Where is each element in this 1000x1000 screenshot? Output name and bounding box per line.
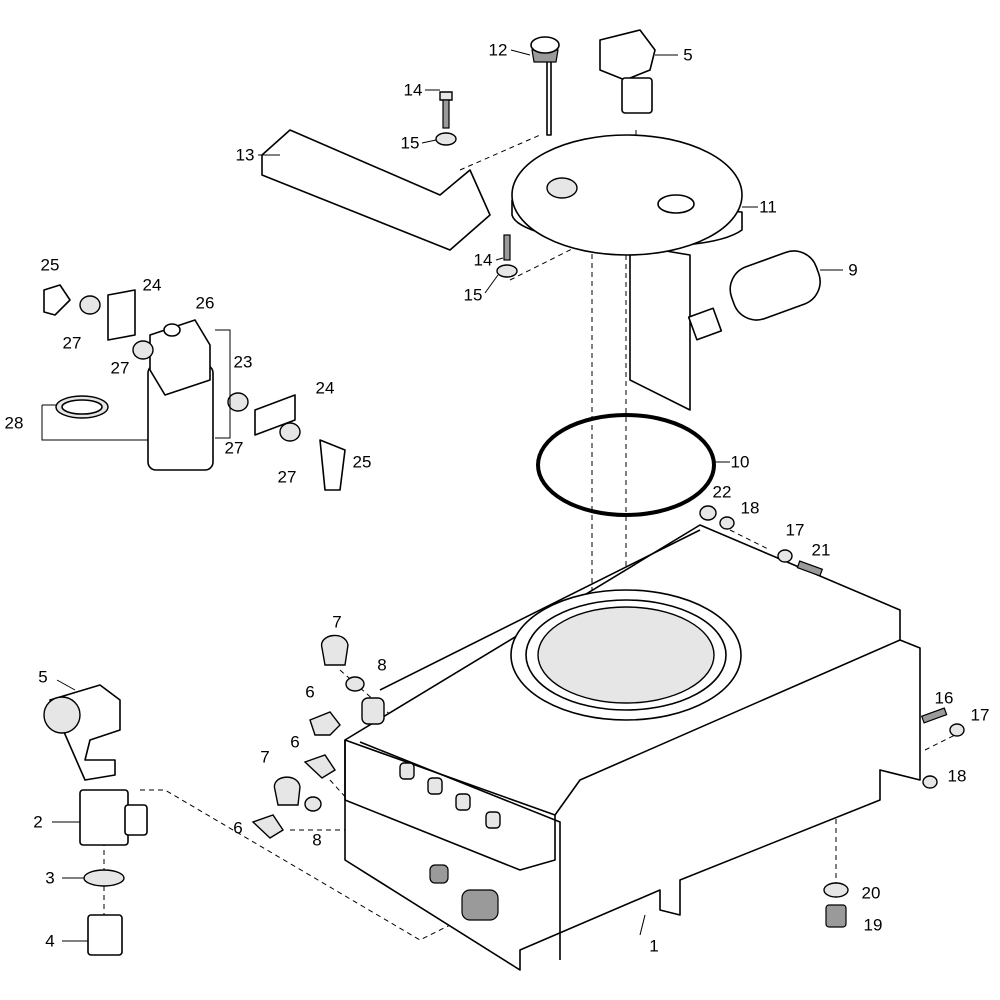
callout-label: 17 — [970, 705, 990, 725]
callout-label: 7 — [332, 612, 342, 632]
callout-label: 27 — [62, 333, 82, 353]
callout-label: 1 — [649, 936, 659, 956]
o-ring — [536, 413, 716, 517]
callout-label: 21 — [811, 540, 831, 560]
strainer — [687, 250, 821, 341]
callout-label: 27 — [224, 438, 244, 458]
callout-label: 9 — [848, 260, 858, 280]
callout-label: 13 — [235, 145, 255, 165]
callout-label: 15 — [400, 133, 420, 153]
callout-label: 26 — [195, 293, 215, 313]
callout-label: 16 — [934, 688, 954, 708]
callout-label: 6 — [233, 818, 243, 838]
callout-label: 10 — [730, 452, 750, 472]
callout-label: 12 — [488, 40, 508, 60]
callout-label: 19 — [863, 915, 883, 935]
cover-plate — [511, 36, 743, 411]
callout-label: 28 — [4, 413, 24, 433]
callout-label: 5 — [683, 45, 693, 65]
callout-label: 5 — [38, 667, 48, 687]
filter-assembly — [43, 284, 346, 491]
callout-label: 18 — [947, 766, 967, 786]
callout-label: 22 — [712, 482, 732, 502]
callout-label: 8 — [312, 830, 322, 850]
fitting-stack — [43, 684, 148, 956]
callout-label: 4 — [45, 931, 55, 951]
callout-label: 6 — [290, 732, 300, 752]
callout-label: 27 — [110, 358, 130, 378]
callout-label: 3 — [45, 868, 55, 888]
callout-label: 25 — [352, 452, 372, 472]
callout-label: 15 — [463, 285, 483, 305]
callout-label: 23 — [233, 352, 253, 372]
leader-lines — [41, 49, 843, 942]
callout-label: 17 — [785, 520, 805, 540]
callout-label: 27 — [277, 467, 297, 487]
callout-label: 14 — [473, 250, 493, 270]
callout-label: 11 — [759, 197, 777, 217]
tank — [344, 524, 921, 971]
callout-label: 25 — [40, 255, 60, 275]
callout-label: 8 — [377, 655, 387, 675]
small-fittings — [251, 29, 965, 928]
callout-label: 18 — [740, 498, 760, 518]
bracket — [261, 129, 491, 251]
callout-label: 2 — [33, 812, 43, 832]
callout-label: 6 — [305, 682, 315, 702]
callout-label: 14 — [403, 80, 423, 100]
callout-label: 20 — [861, 883, 881, 903]
callout-label: 7 — [260, 747, 270, 767]
callout-label: 24 — [315, 378, 335, 398]
callout-label: 24 — [142, 275, 162, 295]
